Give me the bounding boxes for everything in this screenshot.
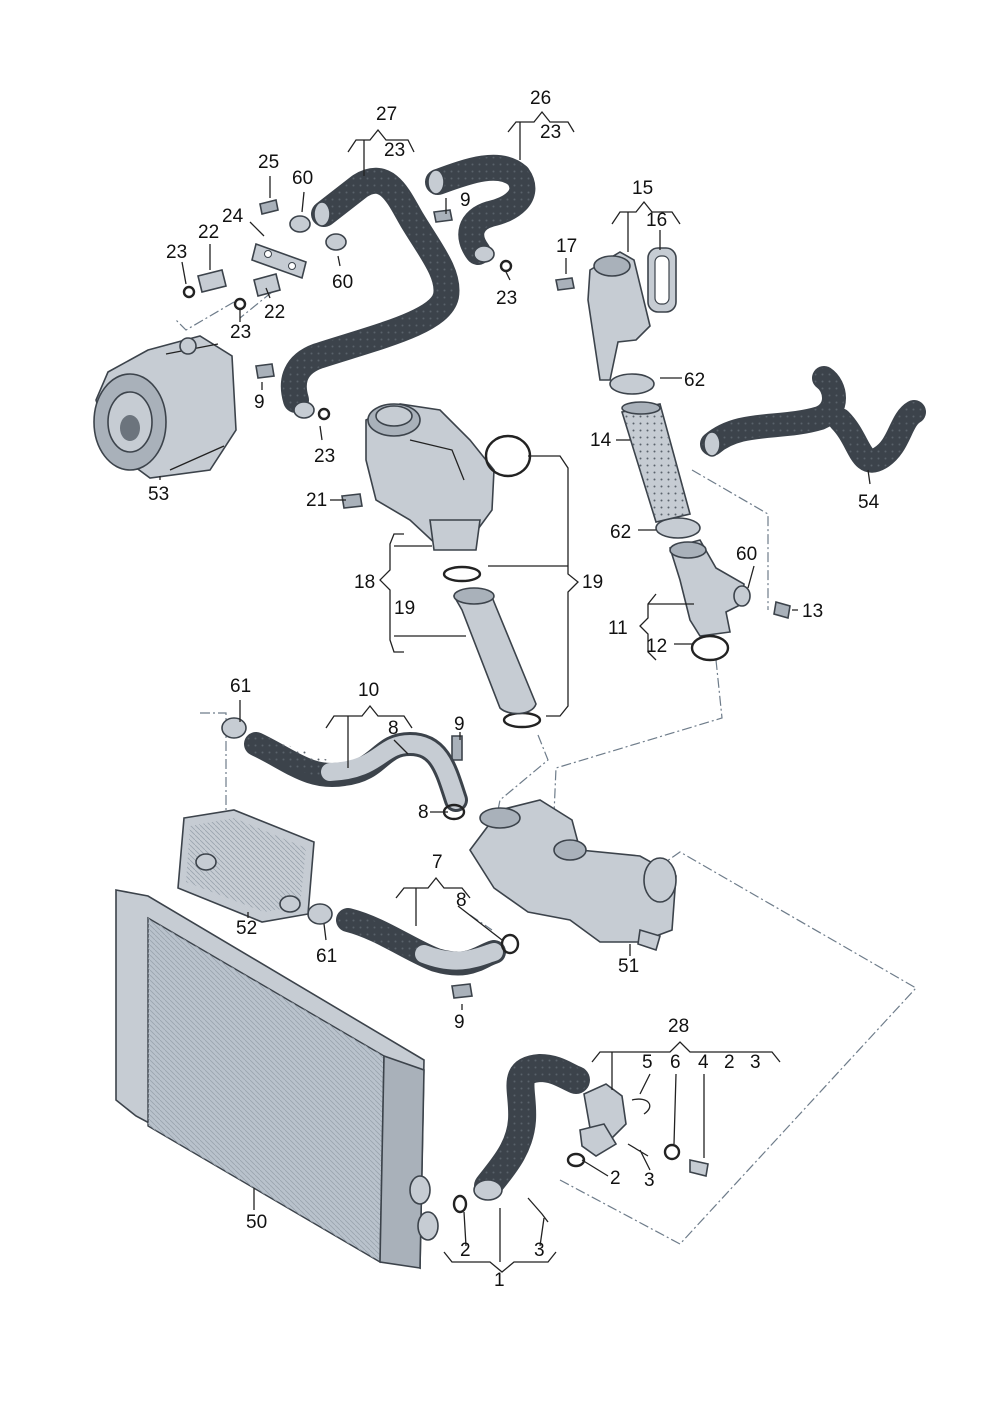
fitting-28 xyxy=(579,1083,709,1177)
label-9: 9 xyxy=(454,1012,465,1033)
leader-lines xyxy=(159,110,871,1273)
label-62: 62 xyxy=(610,522,631,543)
label-15: 15 xyxy=(632,178,653,199)
label-16: 16 xyxy=(646,210,667,231)
label-23: 23 xyxy=(540,122,561,143)
label-17: 17 xyxy=(556,236,577,257)
label-26: 26 xyxy=(530,88,551,109)
label-60: 60 xyxy=(736,544,757,565)
turbocharger xyxy=(365,403,495,551)
label-9: 9 xyxy=(454,714,465,735)
label-9: 9 xyxy=(460,190,471,211)
radiator xyxy=(115,889,439,1270)
label-61: 61 xyxy=(316,946,337,967)
label-2: 2 xyxy=(460,1240,471,1261)
label-8: 8 xyxy=(418,802,429,823)
label-13: 13 xyxy=(802,601,823,622)
label-11: 11 xyxy=(608,618,628,639)
hose-14 xyxy=(620,401,691,523)
label-50: 50 xyxy=(246,1212,267,1233)
clamps-61 xyxy=(221,717,333,925)
gasket-24 xyxy=(251,242,307,280)
label-23: 23 xyxy=(314,446,335,467)
label-53: 53 xyxy=(148,484,169,505)
label-14: 14 xyxy=(590,430,612,451)
label-60: 60 xyxy=(292,168,313,189)
label-22: 22 xyxy=(264,302,285,323)
label-12: 12 xyxy=(646,636,667,657)
gasket-16 xyxy=(647,247,677,313)
label-6: 6 xyxy=(670,1052,681,1073)
seal-rings-23 xyxy=(182,259,513,421)
thermostat-housing xyxy=(469,799,677,952)
label-4: 4 xyxy=(698,1052,709,1073)
label-23: 23 xyxy=(496,288,517,309)
label-7: 7 xyxy=(432,852,443,873)
label-5: 5 xyxy=(642,1052,653,1073)
label-8: 8 xyxy=(456,890,467,911)
label-21: 21 xyxy=(306,490,327,511)
label-27: 27 xyxy=(376,104,397,125)
o-ring-12 xyxy=(690,634,730,662)
coolant-hose-27 xyxy=(280,167,460,413)
label-3: 3 xyxy=(750,1052,761,1073)
label-60: 60 xyxy=(332,272,353,293)
clips-3 xyxy=(527,1098,651,1223)
label-62: 62 xyxy=(684,370,705,391)
banjo-bolts-22 xyxy=(197,269,281,297)
pipe-19 xyxy=(452,587,537,715)
oil-cooler xyxy=(177,809,315,923)
part-labels: 1 2 3 2 3 5 6 4 2 3 28 7 8 8 8 9 9 9 9 1… xyxy=(148,88,880,1291)
label-22: 22 xyxy=(198,222,219,243)
label-3: 3 xyxy=(644,1170,655,1191)
label-23: 23 xyxy=(230,322,251,343)
label-3: 3 xyxy=(534,1240,545,1261)
label-28: 28 xyxy=(668,1016,689,1037)
label-54: 54 xyxy=(858,492,880,513)
label-24: 24 xyxy=(222,206,244,227)
label-61: 61 xyxy=(230,676,251,697)
label-2: 2 xyxy=(724,1052,735,1073)
bolts xyxy=(255,199,791,999)
clamps-62 xyxy=(609,373,701,539)
label-19: 19 xyxy=(582,572,603,593)
o-rings-2 xyxy=(452,1143,681,1214)
coolant-hose-10 xyxy=(244,732,468,812)
label-18: 18 xyxy=(354,572,375,593)
coolant-hose-1 xyxy=(473,1054,590,1201)
label-23: 23 xyxy=(384,140,405,161)
label-10: 10 xyxy=(358,680,379,701)
label-9: 9 xyxy=(254,392,265,413)
label-19: 19 xyxy=(394,598,415,619)
label-25: 25 xyxy=(258,152,279,173)
coolant-hose-26 xyxy=(425,154,536,265)
connector-11 xyxy=(668,539,751,637)
alternator xyxy=(93,335,237,479)
label-8: 8 xyxy=(388,718,399,739)
label-2: 2 xyxy=(610,1168,621,1189)
label-51: 51 xyxy=(618,956,639,977)
clamp-60-upper xyxy=(289,215,495,419)
label-52: 52 xyxy=(236,918,257,939)
connector-15 xyxy=(587,251,651,381)
coolant-hose-7 xyxy=(336,908,506,976)
coolant-hose-54 xyxy=(700,366,926,473)
label-1: 1 xyxy=(494,1270,505,1291)
label-23: 23 xyxy=(166,242,187,263)
